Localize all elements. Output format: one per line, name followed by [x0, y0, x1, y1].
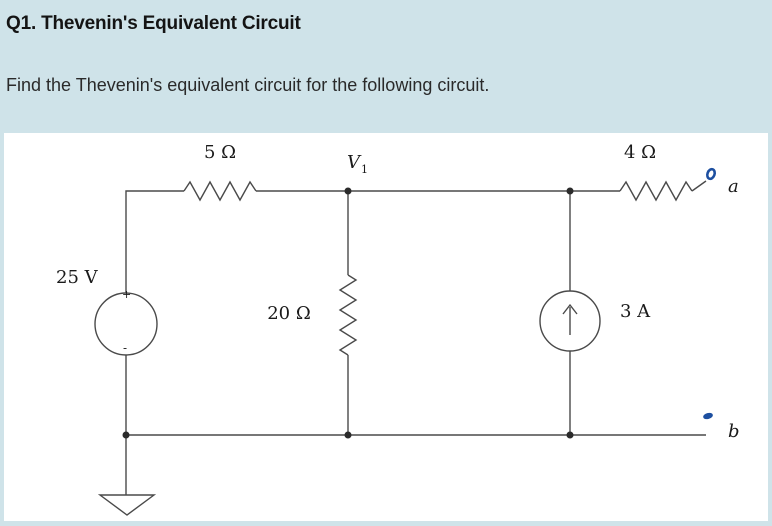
- circuit-figure: 5 Ω V 1 4 Ω a b 25 V + - 20 Ω 3 A: [4, 133, 768, 521]
- resistor-5ohm: [183, 180, 257, 202]
- current-source-label: 3 A: [620, 301, 651, 322]
- voltage-source-label: 25 V: [56, 267, 99, 288]
- ground-symbol: [97, 494, 157, 516]
- voltage-source-minus: -: [123, 341, 127, 355]
- terminal-a-marker: [705, 167, 717, 181]
- question-prompt: Find the Thevenin's equivalent circuit f…: [6, 75, 490, 95]
- wire-left-vertical-top: [125, 190, 184, 293]
- node-v1-subscript: 1: [361, 163, 368, 176]
- resistor-4ohm: [619, 180, 693, 202]
- resistor-4ohm-label: 4 Ω: [624, 142, 656, 163]
- node-v1-label: V: [347, 152, 362, 173]
- junction-dot: [344, 431, 352, 439]
- terminal-a-label: a: [728, 176, 739, 197]
- junction-dot: [344, 187, 352, 195]
- terminal-b-marker: [703, 412, 713, 420]
- current-direction-arrow: [562, 303, 578, 335]
- circuit-diagram: 5 Ω V 1 4 Ω a b 25 V + - 20 Ω 3 A: [56, 142, 740, 516]
- resistor-5ohm-label: 5 Ω: [204, 142, 236, 163]
- resistor-20ohm-label: 20 Ω: [267, 303, 311, 324]
- voltage-source-plus: +: [122, 288, 131, 301]
- junction-dot: [566, 187, 574, 195]
- junction-dot: [122, 431, 130, 439]
- question-title: Q1. Thevenin's Equivalent Circuit: [6, 13, 301, 34]
- wire-to-terminal-a: [691, 180, 707, 192]
- voltage-source-25v: [94, 292, 158, 356]
- resistor-20ohm: [338, 274, 358, 356]
- terminal-b-label: b: [728, 421, 740, 442]
- junction-dot: [566, 431, 574, 439]
